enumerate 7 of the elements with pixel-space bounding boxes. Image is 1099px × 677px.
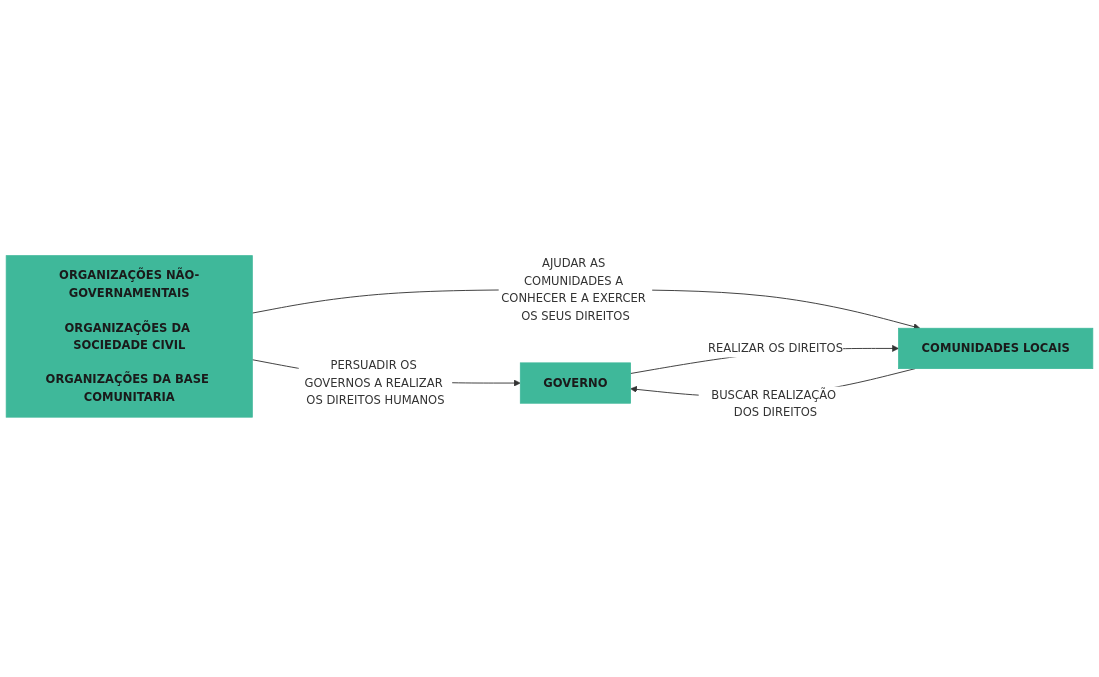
edge-label: PERSUADIR OS GOVERNOS A REALIZAR OS DIREITOS HUMANOS (304, 359, 445, 408)
node-box: GOVERNO (519, 362, 631, 405)
node-box: COMUNIDADES LOCAIS (898, 328, 1094, 370)
node-box: ORGANIZAÇÕES NÃO-GOVERNAMENTAIS ORGANIZAÇÕES DA SOCIEDADE CIVIL ORGANIZAÇÕES DA BASE COMUNITARIA (5, 255, 253, 418)
edge-label: BUSCAR REALIZAÇÃO DOS DIREITOS (711, 388, 837, 420)
edge-label: REALIZAR OS DIREITOS (707, 341, 843, 356)
edge-label: AJUDAR AS COMUNIDADES A CONHECER E A EXERCER OS SEUS DIREITOS (501, 257, 646, 323)
